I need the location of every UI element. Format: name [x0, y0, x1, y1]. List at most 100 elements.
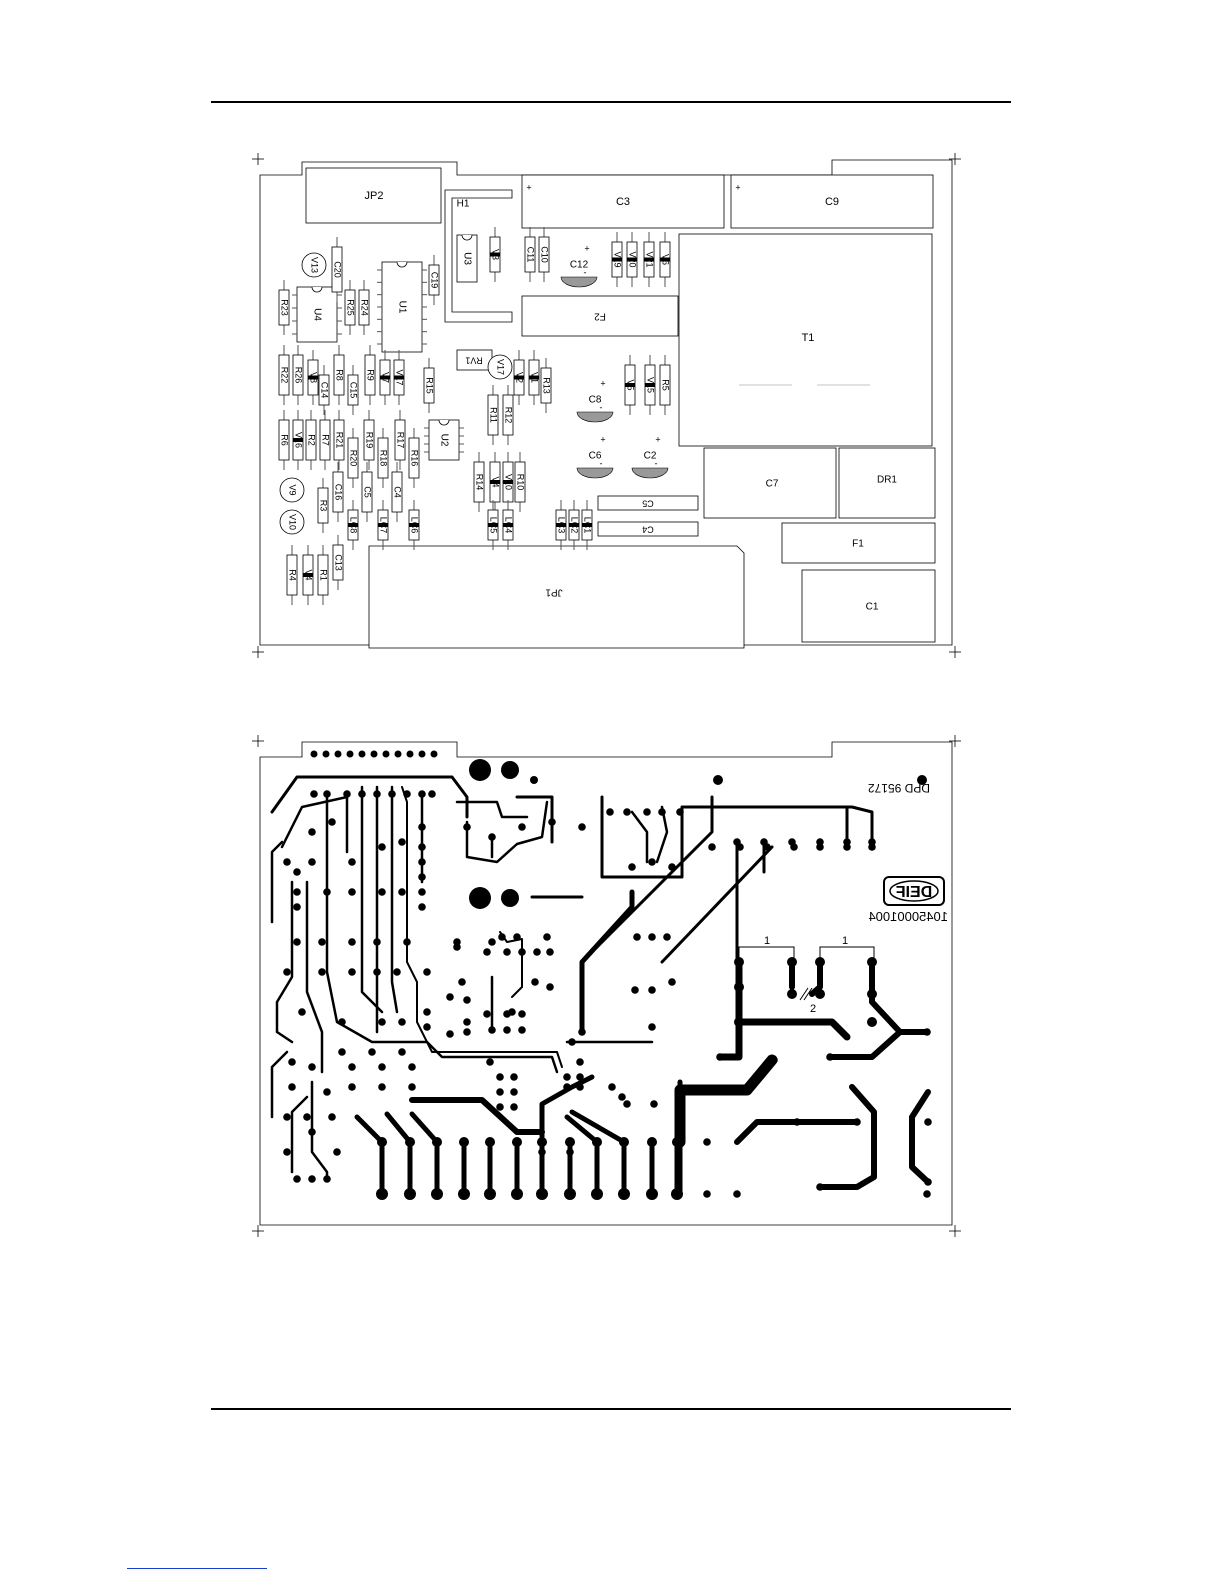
power-pad	[867, 957, 877, 967]
pad	[543, 933, 551, 941]
trace-left-3	[270, 840, 284, 924]
f2-label: F2	[594, 310, 606, 321]
c18-label: C16	[334, 484, 344, 501]
jumper-label-1-left: 1	[764, 935, 770, 947]
r16-label: R16	[410, 450, 420, 467]
v11-label: V1	[530, 372, 540, 383]
r1-label: R1	[319, 569, 329, 581]
trace-center-8	[580, 795, 714, 964]
pad	[843, 843, 851, 851]
v8-band	[380, 375, 390, 380]
pin-pad-top	[405, 1137, 415, 1147]
r24	[358, 289, 370, 326]
trace-left-4	[275, 880, 294, 1044]
pad	[816, 843, 824, 851]
jp1	[368, 545, 745, 649]
pad	[303, 1113, 311, 1121]
r26-label: R26	[294, 367, 304, 384]
t1-label: T1	[802, 332, 815, 344]
jumper-brackets	[738, 946, 875, 1001]
pad	[533, 948, 541, 956]
pad	[323, 1088, 331, 1096]
r22-label: R22	[280, 367, 290, 384]
pin-pad	[618, 1188, 630, 1200]
c20	[331, 246, 343, 293]
c16	[391, 471, 403, 513]
pad	[668, 978, 676, 986]
footer-rule	[211, 1408, 1011, 1410]
r20-label: R20	[349, 450, 359, 467]
v6-label: V8	[309, 372, 319, 383]
pad	[398, 1048, 406, 1056]
pad	[510, 1103, 518, 1111]
v4-label: V4	[304, 569, 314, 580]
lc8-label: LC8	[349, 517, 359, 534]
pad	[716, 1053, 724, 1061]
r11-label: R11	[489, 407, 499, 423]
r10-label: R10	[516, 474, 526, 491]
v1-band	[645, 383, 655, 387]
pad	[496, 1073, 504, 1081]
v10-label: V10	[504, 474, 514, 490]
pad	[648, 986, 656, 994]
footer-link-underline[interactable]	[127, 1568, 267, 1569]
f1-label: F1	[852, 539, 864, 550]
copper-trace-diagram: DEIF DPD 95172 10450001004 1 1 2	[252, 735, 961, 1237]
r24-label: R24	[360, 299, 370, 316]
trace-diag-4	[564, 1114, 600, 1145]
lc8-band	[348, 523, 358, 527]
registration-marks-bottom	[252, 735, 961, 1237]
pin-pad-top	[672, 1137, 682, 1147]
header-pad	[346, 750, 354, 758]
pin-pad	[484, 1188, 496, 1200]
pad	[518, 1010, 526, 1018]
part-number: 10450001004	[868, 909, 948, 924]
u1-label: U1	[396, 301, 407, 314]
pad	[423, 968, 431, 976]
pad	[348, 938, 356, 946]
pad	[578, 823, 586, 831]
pad	[446, 993, 454, 1001]
pad	[398, 1018, 406, 1026]
pad	[648, 858, 656, 866]
r2-label: R2	[307, 434, 317, 446]
trace-center-1	[465, 800, 549, 864]
pin-pad-top	[485, 1137, 495, 1147]
v3-label: V3	[491, 249, 501, 260]
pad	[548, 818, 556, 826]
v16-label: V10	[288, 514, 298, 530]
r19	[363, 419, 375, 461]
deif-logo: DEIF	[883, 876, 945, 906]
header-pad	[370, 750, 378, 758]
pin-pad-top	[459, 1137, 469, 1147]
v10-band	[503, 480, 513, 484]
t1	[678, 233, 933, 447]
pad	[308, 1063, 316, 1071]
pad	[333, 1148, 341, 1156]
pad	[283, 1113, 291, 1121]
trace-power-6	[827, 1029, 903, 1060]
pin-pad	[536, 1188, 548, 1200]
c9-plus: +	[735, 182, 740, 192]
pad	[318, 968, 326, 976]
r1	[317, 554, 329, 596]
pin-pad	[646, 1188, 658, 1200]
pad	[763, 843, 771, 851]
r14	[473, 461, 485, 503]
c7-label: C6	[589, 451, 602, 462]
pin-pad-top	[619, 1137, 629, 1147]
copper-traces	[270, 775, 931, 1197]
header-pad	[394, 750, 402, 758]
pad	[793, 1118, 801, 1126]
r3-label: R3	[319, 500, 329, 512]
pad	[358, 790, 366, 798]
pad	[648, 1023, 656, 1031]
c7-plus: +	[600, 434, 605, 444]
trace-diag-3	[409, 1111, 440, 1145]
pad	[576, 1073, 584, 1081]
trace-power-4	[716, 1018, 743, 1061]
pad	[288, 1058, 296, 1066]
pad	[658, 808, 666, 816]
trace-center-13	[630, 810, 649, 864]
power-pad	[787, 957, 797, 967]
